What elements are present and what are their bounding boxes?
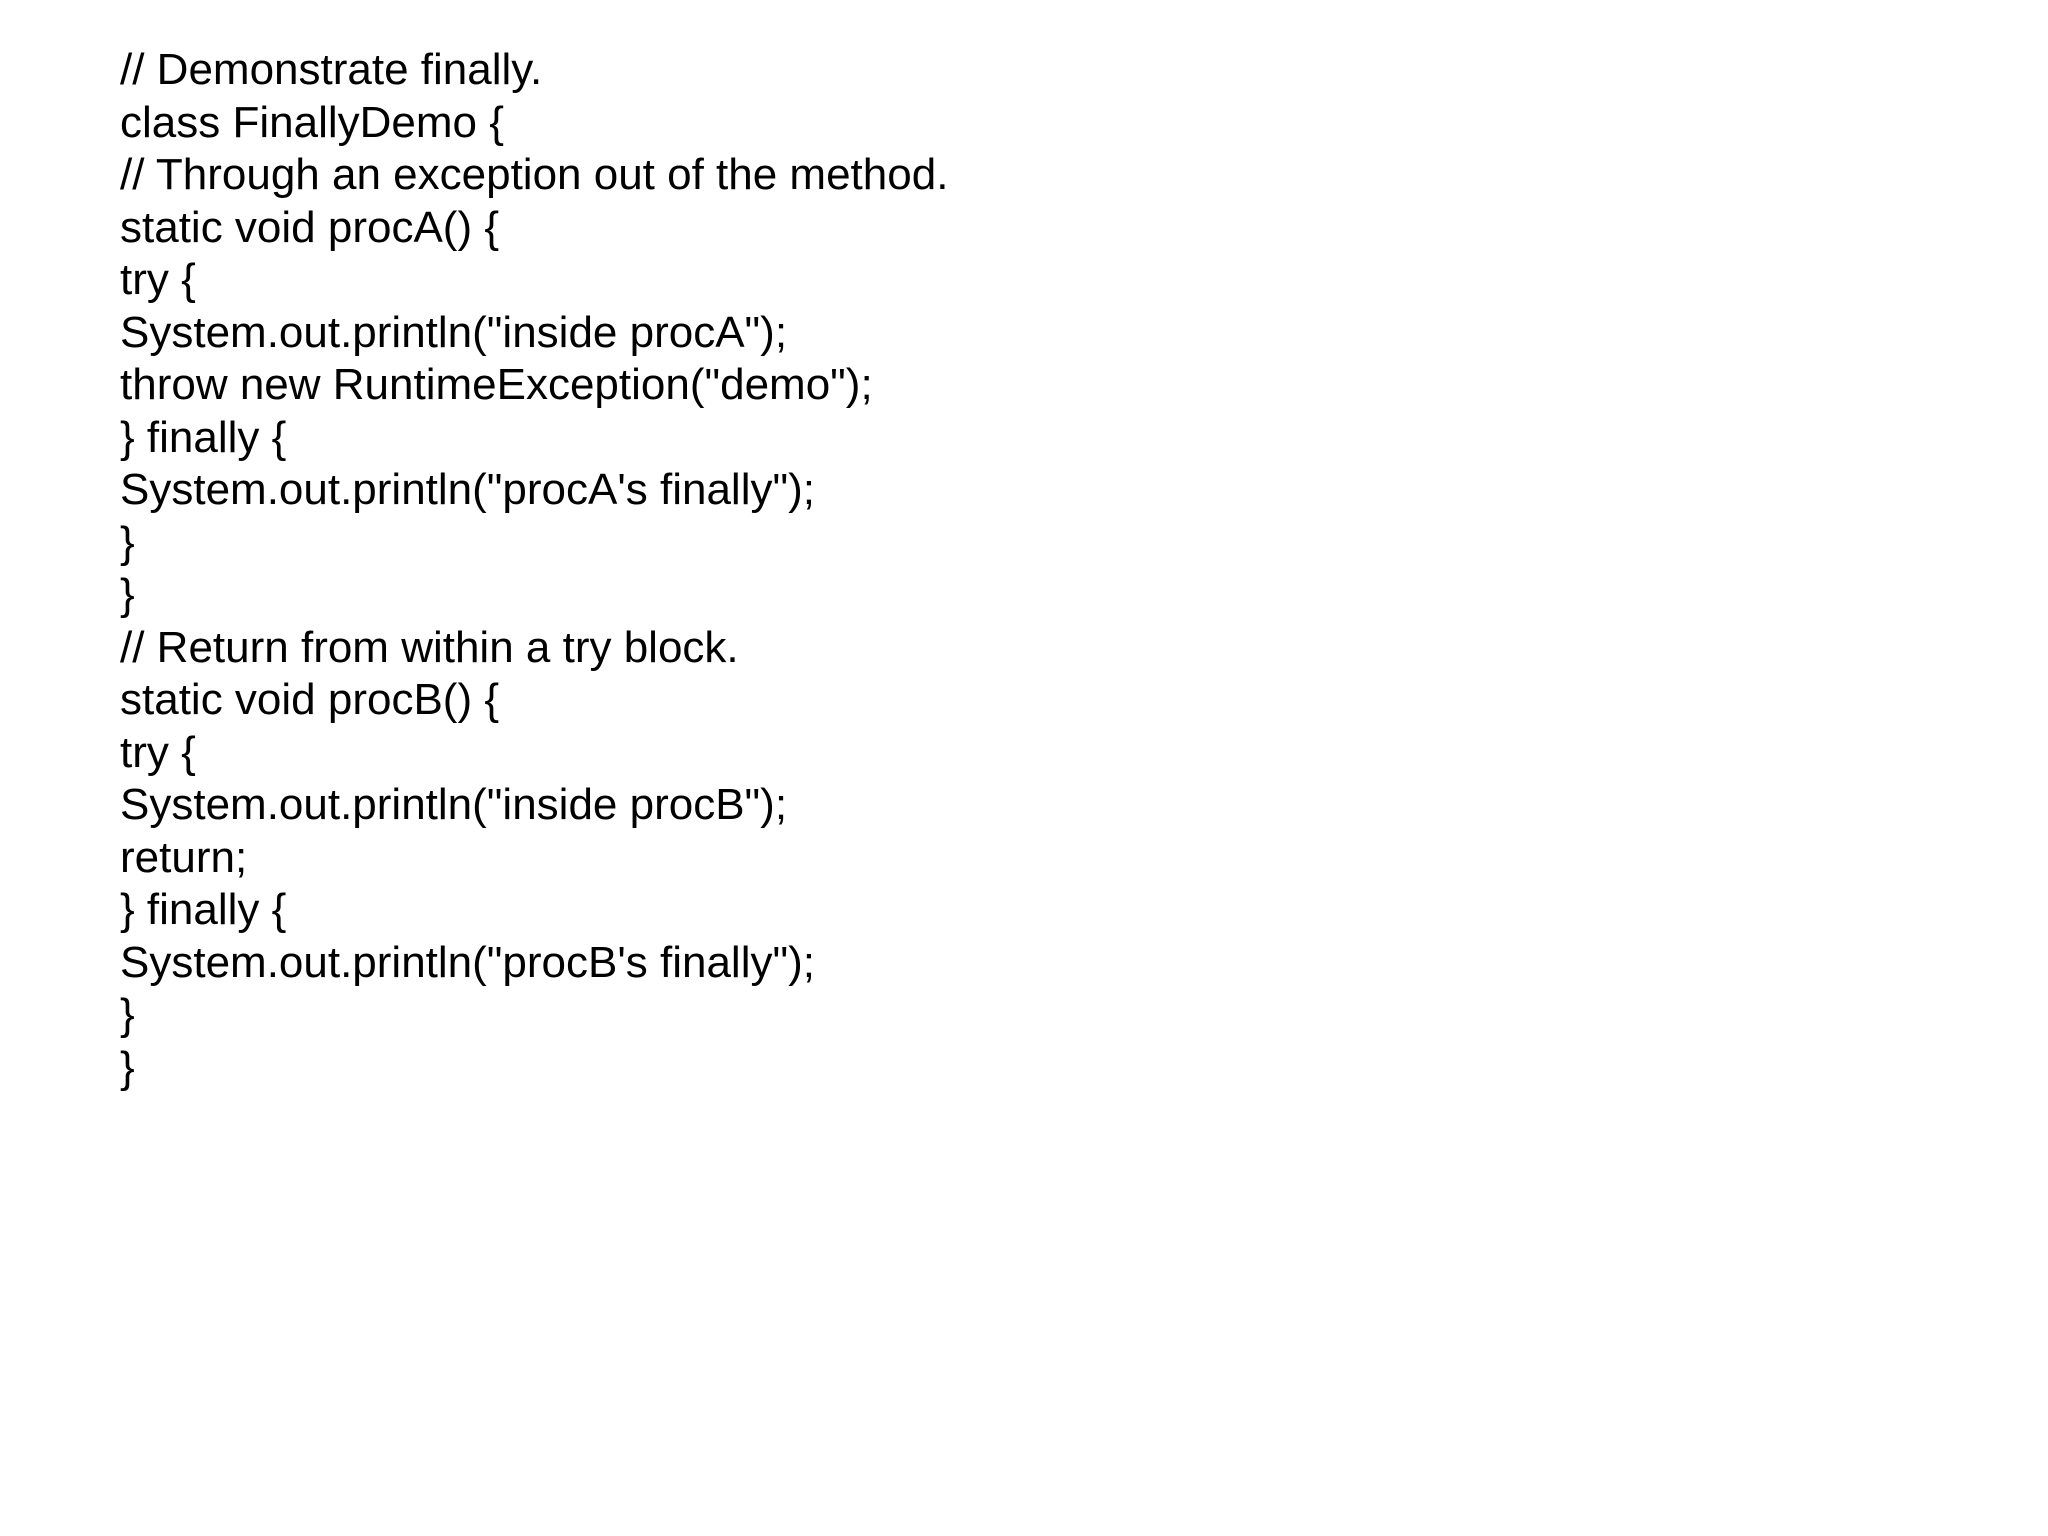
- code-line: System.out.println("procA's finally");: [120, 465, 815, 514]
- code-line: class FinallyDemo {: [120, 97, 504, 147]
- code-line: // Demonstrate finally.: [120, 45, 543, 94]
- code-line: // Through an exception out of the metho…: [120, 150, 949, 199]
- code-line: System.out.println("procB's finally");: [120, 937, 815, 987]
- code-line: }: [120, 990, 135, 1039]
- code-line: // Return from within a try block.: [120, 622, 739, 672]
- code-line: } finally {: [120, 412, 287, 462]
- code-line: try {: [120, 255, 196, 304]
- code-line: static void procA() {: [120, 202, 500, 252]
- code-line: static void procB() {: [120, 675, 500, 724]
- code-line: }: [120, 1042, 135, 1092]
- code-line: } finally {: [120, 885, 287, 934]
- code-line: try {: [120, 727, 196, 777]
- code-line: System.out.println("inside procB");: [120, 780, 788, 829]
- code-line: }: [120, 517, 135, 567]
- code-line: }: [120, 570, 135, 619]
- code-line: return;: [120, 832, 248, 882]
- code-line: throw new RuntimeException("demo");: [120, 360, 873, 409]
- code-line: System.out.println("inside procA");: [120, 307, 788, 357]
- code-block: // Demonstrate finally. class FinallyDem…: [120, 44, 1980, 1094]
